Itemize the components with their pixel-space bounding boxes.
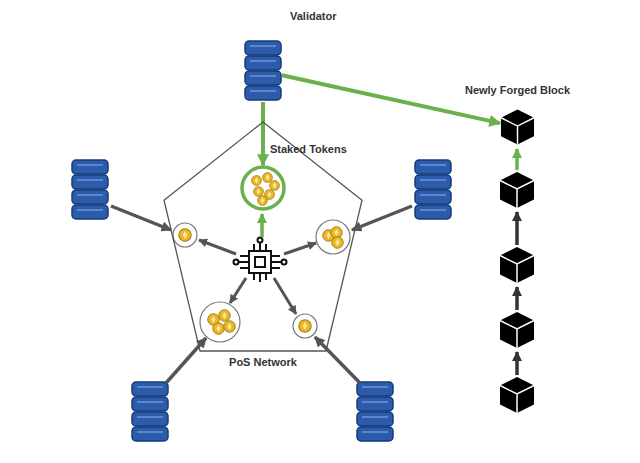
- staked-token-circle: Staked Tokens: [240, 165, 286, 211]
- pentagon-shape: [163, 122, 363, 352]
- node-label: Validator: [290, 10, 336, 23]
- node-label: Newly Forged Block: [465, 84, 570, 97]
- validator-server: Validator: [244, 40, 282, 102]
- server-shape: [244, 40, 282, 102]
- cube-shape: [500, 108, 535, 146]
- staked-shape: [240, 165, 286, 211]
- node-label: Staked Tokens: [270, 143, 347, 156]
- block-cube: Newly Forged Block: [500, 108, 535, 146]
- node-label: PoS Network: [229, 356, 297, 369]
- green-arrow: [282, 75, 500, 123]
- green-arrow: [261, 102, 265, 165]
- network-pentagon: PoS NetworkStaked Tokens: [163, 122, 363, 352]
